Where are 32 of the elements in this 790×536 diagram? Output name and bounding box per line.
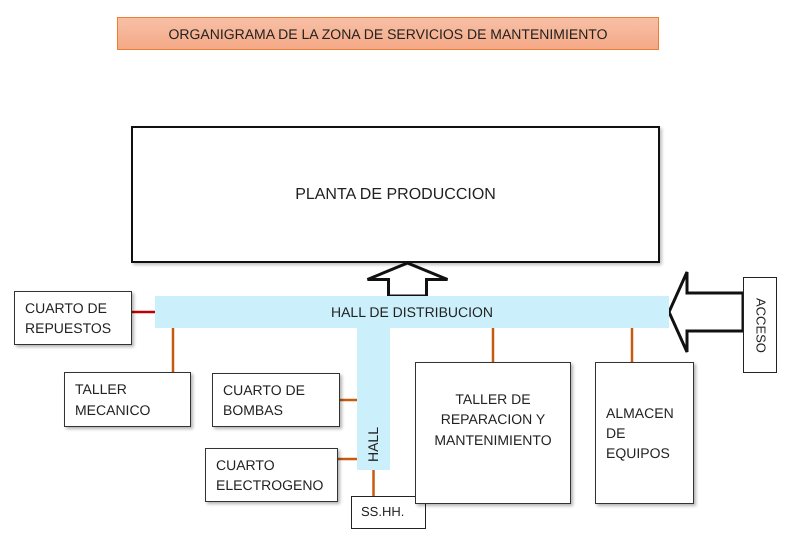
connector-line [492,328,494,362]
room-box [131,126,660,263]
room-label: ALMACEN DE EQUIPOS [606,404,675,464]
connector-line [172,328,174,372]
room-box [595,362,694,504]
connector-line [372,470,375,496]
room-label: CUARTO DE BOMBAS [223,380,306,420]
connector-line [630,328,634,362]
hall-band [155,296,669,328]
connector-line [340,398,357,402]
block-arrow [366,261,449,298]
room-box [205,448,338,502]
room-box [351,496,426,529]
block-arrow [667,270,744,354]
room-label: PLANTA DE PRODUCCION [295,184,496,205]
room-label: HALL DE DISTRIBUCION [330,302,494,322]
room-label: HALL [364,426,382,462]
room-box [64,372,191,427]
room-label: SS.HH. [361,503,404,522]
hall-band [357,328,390,470]
room-label: CUARTO ELECTROGENO [216,456,324,495]
room-label: TALLER DE REPARACION Y MANTENIMIENTO [433,390,553,450]
connector-line [132,310,155,314]
connector-line [338,458,357,460]
room-box [415,362,571,504]
room-box [212,373,340,427]
room-label: CUARTO DE REPUESTOS [25,298,112,338]
title-banner: ORGANIGRAMA DE LA ZONA DE SERVICIOS DE MANTENIMIENTO [117,17,659,50]
room-label: ACCESO [752,298,770,352]
room-label: TALLER MECANICO [75,380,152,420]
room-box [743,277,777,373]
room-box [14,291,132,345]
